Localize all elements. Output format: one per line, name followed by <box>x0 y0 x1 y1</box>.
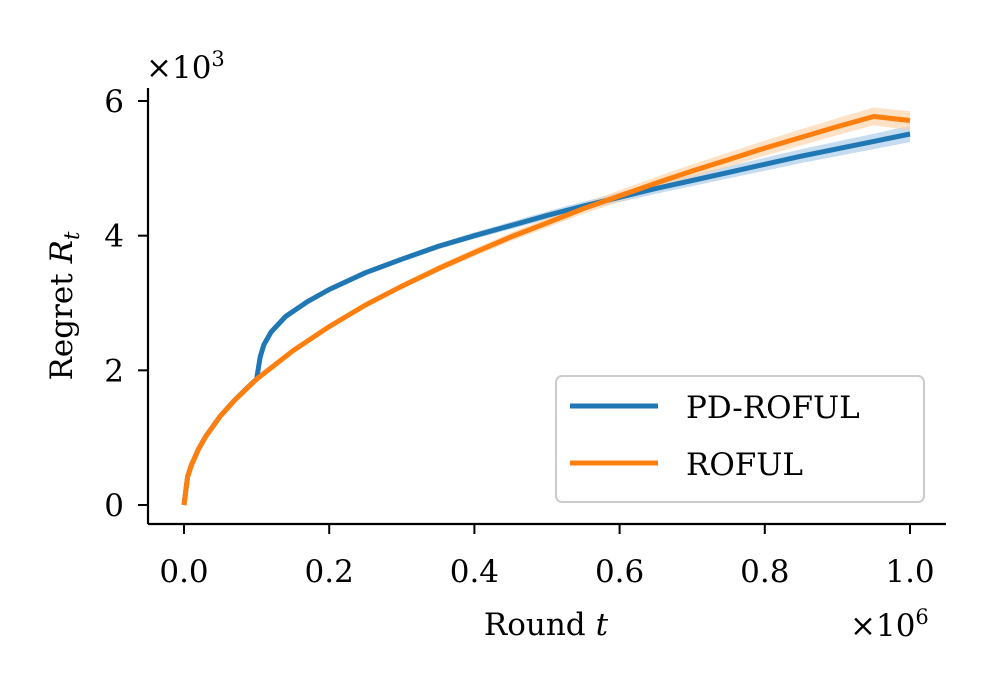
series-lines <box>181 114 911 506</box>
x-tick-label: 0.6 <box>595 554 644 590</box>
legend: PD-ROFUL ROFUL <box>555 375 925 503</box>
x-tick-label: 0.8 <box>740 554 789 590</box>
y-tick-label: 4 <box>104 219 124 255</box>
y-tick-label: 0 <box>104 488 124 524</box>
y-axis-variable: R <box>44 240 80 264</box>
y-tick-label: 6 <box>104 84 124 120</box>
x-offset-label: ×106 <box>850 605 929 644</box>
x-ticks: 0.0 0.2 0.4 0.6 0.8 1.0 <box>159 524 935 590</box>
x-offset-exponent: 6 <box>915 605 928 629</box>
y-axis-title: RegretRt <box>44 231 84 381</box>
y-offset-label: ×103 <box>146 47 225 86</box>
x-axis-variable: t <box>596 607 609 643</box>
series-line-roful <box>181 114 911 506</box>
y-axis-subscript: t <box>60 231 84 240</box>
x-tick-label: 0.2 <box>305 554 354 590</box>
x-tick-label: 0.0 <box>159 554 208 590</box>
y-offset-exponent: 3 <box>211 47 224 71</box>
legend-label-pd-roful: PD-ROFUL <box>686 390 860 426</box>
y-tick-label: 2 <box>104 353 124 389</box>
legend-label-roful: ROFUL <box>686 447 803 483</box>
x-tick-label: 0.4 <box>450 554 499 590</box>
x-tick-label: 1.0 <box>885 554 934 590</box>
y-ticks: 0 2 4 6 <box>104 84 148 524</box>
